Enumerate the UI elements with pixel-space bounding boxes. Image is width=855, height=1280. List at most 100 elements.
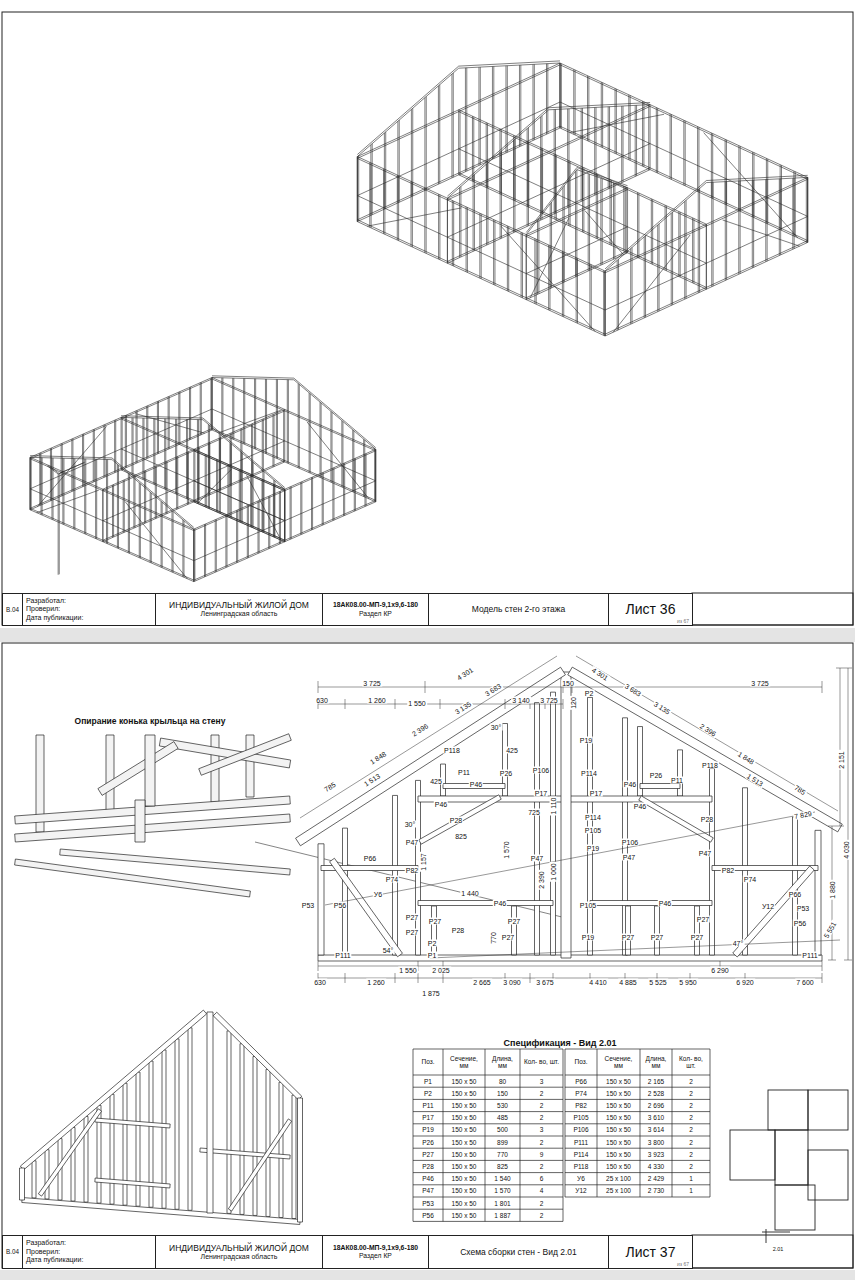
dimension-text: 785 xyxy=(792,783,807,796)
table-cell: 2 165 xyxy=(641,1076,672,1087)
table-cell: Р46 xyxy=(414,1173,443,1184)
frame-member xyxy=(807,177,808,242)
dimension-text: 4 301 xyxy=(455,666,475,682)
frame-member xyxy=(548,245,549,310)
title-block-text: Дата публикации: xyxy=(26,614,83,622)
table-cell: 1 xyxy=(673,1173,710,1184)
frame-member xyxy=(505,66,506,153)
frame-member xyxy=(554,154,555,219)
frame-member xyxy=(284,489,285,541)
dimension-text: 1 550 xyxy=(407,700,427,707)
timber-member xyxy=(207,1012,213,1213)
frame-member xyxy=(193,449,194,502)
part-mark: Р47 xyxy=(698,850,712,857)
frame-member xyxy=(466,68,467,171)
table-header: Кол- во, шт. xyxy=(673,1050,710,1075)
table-cell: Р19 xyxy=(414,1124,443,1135)
part-mark: Р27 xyxy=(621,934,635,941)
frame-member xyxy=(670,114,671,179)
timber-member xyxy=(743,788,748,955)
title-block-cell: В.04 xyxy=(2,1235,23,1269)
timber-member xyxy=(655,906,660,955)
dimension-text: 3 135 xyxy=(652,700,672,716)
frame-member xyxy=(807,177,808,242)
frame-member xyxy=(212,376,376,448)
frame-member xyxy=(479,213,480,278)
title-block-cell: ИНДИВИДУАЛЬНЫЙ ЖИЛОЙ ДОМЛенинградская об… xyxy=(155,593,323,626)
wall-models xyxy=(30,61,808,582)
title-block-cell: Лист 37из 67 xyxy=(608,1235,693,1269)
frame-member xyxy=(591,265,592,330)
frame-member xyxy=(206,455,207,508)
frame-member xyxy=(307,422,369,499)
dimension-text: 1 880 xyxy=(829,880,836,900)
dimension-text: 3 725 xyxy=(362,680,382,687)
part-mark: Р47 xyxy=(530,855,544,862)
dimension-line xyxy=(563,699,564,709)
title-block-text: 18АК08.00-МП-9,1х9,6-180 xyxy=(333,601,418,609)
title-block-text: Раздел КР xyxy=(359,610,392,618)
frame-member xyxy=(128,474,129,553)
table-rule xyxy=(413,1099,563,1100)
dimension-line xyxy=(395,973,396,983)
table-cell: 4 330 xyxy=(641,1161,672,1172)
frame-member xyxy=(459,110,707,224)
frame-member xyxy=(526,235,527,300)
timber-member xyxy=(292,1095,296,1218)
frame-member xyxy=(212,378,376,450)
frame-member xyxy=(526,253,627,300)
frame-member xyxy=(205,454,206,507)
frame-member xyxy=(212,379,376,451)
frame-member xyxy=(266,379,267,454)
frame-member xyxy=(194,481,285,521)
frame-member xyxy=(369,162,370,227)
table-cell: 80 xyxy=(486,1076,520,1087)
timber-member xyxy=(639,796,714,842)
frame-member xyxy=(103,425,104,478)
sheet-count: из 67 xyxy=(677,618,689,624)
part-mark: Р11 xyxy=(457,769,471,776)
frame-member xyxy=(366,454,367,507)
frame-member xyxy=(165,462,166,515)
frame-member xyxy=(162,502,163,567)
page-gap xyxy=(0,628,855,642)
frame-member xyxy=(792,178,793,249)
table-rule xyxy=(413,1172,563,1173)
dimension-line xyxy=(345,973,346,983)
frame-member xyxy=(487,123,488,188)
frame-member xyxy=(494,220,495,285)
frame-member xyxy=(546,64,547,135)
dimension-text: 7 600 xyxy=(795,979,815,986)
timber-member xyxy=(106,735,114,812)
frame-member xyxy=(298,384,299,468)
table-cell: 2 xyxy=(673,1076,710,1087)
frame-member xyxy=(243,378,244,443)
frame-member xyxy=(556,155,557,220)
frame-member xyxy=(48,465,59,473)
table-cell: 150 х 50 xyxy=(598,1076,640,1087)
frame-member xyxy=(212,378,213,431)
frame-member xyxy=(424,98,425,191)
frame-member xyxy=(536,239,537,304)
timber-member xyxy=(678,750,683,796)
table-cell: 770 xyxy=(486,1149,520,1160)
spec-table-grid xyxy=(413,1049,710,1221)
frame-member xyxy=(781,165,782,230)
table-cell: 1 570 xyxy=(486,1185,520,1196)
table-cell: Р105 xyxy=(566,1112,597,1123)
frame-member xyxy=(197,469,232,504)
dimension-text: 3 725 xyxy=(750,680,770,687)
frame-member xyxy=(247,506,248,559)
frame-member xyxy=(212,378,213,431)
frame-member xyxy=(767,179,768,261)
table-cell: Р114 xyxy=(566,1149,597,1160)
frame-member xyxy=(364,440,365,497)
frame-member xyxy=(84,459,85,534)
frame-member xyxy=(452,200,453,265)
frame-member xyxy=(277,379,278,458)
frame-member xyxy=(241,428,242,481)
frame-member xyxy=(139,483,140,558)
timber-member xyxy=(640,784,680,789)
frame-member xyxy=(473,117,474,182)
frame-member xyxy=(644,237,645,318)
